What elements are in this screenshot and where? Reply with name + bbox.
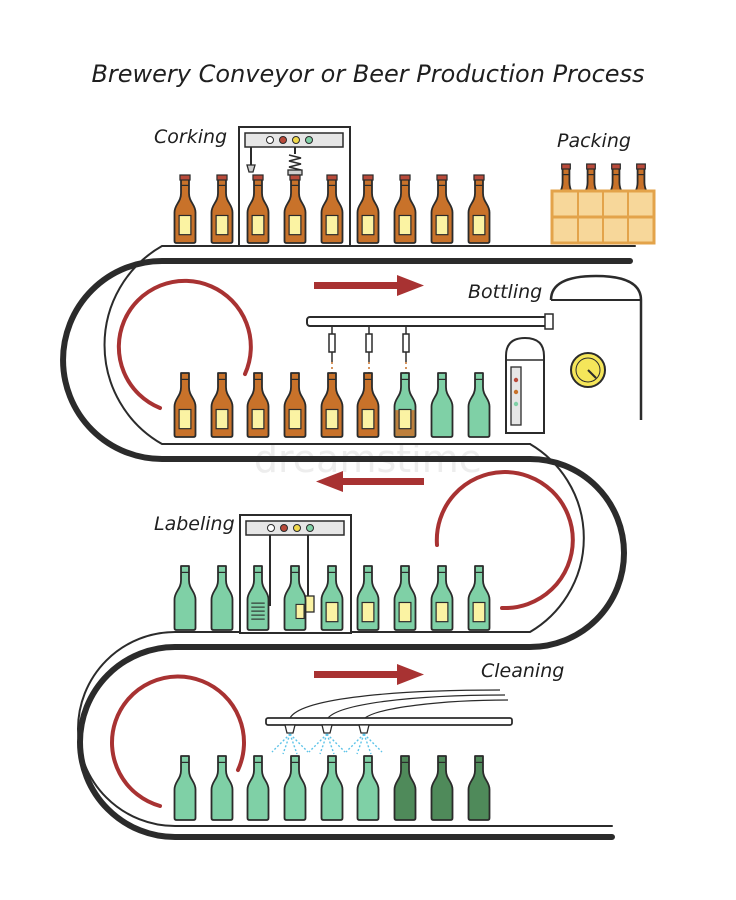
filler-nozzles xyxy=(328,326,410,362)
bottle xyxy=(283,755,307,821)
indicator-light xyxy=(306,524,314,532)
cleaning-sprayer xyxy=(265,689,513,755)
bottle-row-labeling xyxy=(173,565,491,631)
diagram-title: Brewery Conveyor or Beer Production Proc… xyxy=(91,60,644,88)
flow-curve-1 xyxy=(116,278,253,410)
bottle-row-cleaning xyxy=(173,755,491,821)
indicator-light xyxy=(279,136,287,144)
direction-arrow-left xyxy=(316,471,424,492)
bottle xyxy=(173,755,197,821)
bottle xyxy=(246,372,270,438)
indicator-light xyxy=(305,136,313,144)
direction-arrows xyxy=(314,275,424,685)
bottle xyxy=(210,565,234,631)
bottle-row-corking xyxy=(173,174,491,244)
bottle xyxy=(430,755,454,821)
indicator-light xyxy=(266,136,274,144)
stage-label-bottling: Bottling xyxy=(468,281,542,303)
belt-inner-1 xyxy=(103,245,636,445)
flow-curves xyxy=(110,278,575,808)
bottle xyxy=(430,174,454,244)
belt-inner-3 xyxy=(77,631,613,827)
bottle xyxy=(356,565,380,631)
bottle xyxy=(356,372,380,438)
bottle xyxy=(320,372,344,438)
bottle xyxy=(393,565,417,631)
bottling-machine xyxy=(306,274,643,434)
spray-nozzles xyxy=(284,724,370,734)
bottle xyxy=(467,755,491,821)
bottles-layer xyxy=(173,174,491,821)
bottle xyxy=(173,372,197,438)
bottle xyxy=(320,565,344,631)
bottle xyxy=(430,372,454,438)
belt-outer-2 xyxy=(172,456,627,650)
stage-label-packing: Packing xyxy=(557,130,631,152)
stage-label-cleaning: Cleaning xyxy=(481,660,564,682)
bottle xyxy=(173,565,197,631)
bottle xyxy=(467,372,491,438)
flow-curve-2 xyxy=(434,470,575,611)
indicator-light xyxy=(293,524,301,532)
bottle xyxy=(173,174,197,244)
belt-outer-1 xyxy=(60,258,633,462)
bottle xyxy=(320,174,344,244)
bottle xyxy=(356,174,380,244)
bottle xyxy=(320,755,344,821)
bottle-row-bottling xyxy=(173,372,491,438)
packing-crate xyxy=(550,163,656,245)
belt-inner-2 xyxy=(174,443,585,633)
bottle xyxy=(283,565,307,631)
indicator-light xyxy=(292,136,300,144)
stage-label-corking: Corking xyxy=(154,126,227,148)
bottle xyxy=(210,372,234,438)
spray-bar xyxy=(265,717,513,726)
bottle xyxy=(210,755,234,821)
bottle xyxy=(393,174,417,244)
direction-arrow-right-1 xyxy=(314,275,424,296)
bottle xyxy=(430,565,454,631)
bottle xyxy=(467,565,491,631)
stage-label-labeling: Labeling xyxy=(154,513,235,535)
bottle xyxy=(246,174,270,244)
indicator-light xyxy=(267,524,275,532)
bottling-tank xyxy=(549,274,643,420)
bottle xyxy=(393,755,417,821)
corking-spring xyxy=(288,154,302,171)
bottle xyxy=(393,372,417,438)
indicator-light xyxy=(280,524,288,532)
bottle xyxy=(467,174,491,244)
water-spray xyxy=(271,733,383,755)
conveyor-belt xyxy=(60,245,636,840)
bottle xyxy=(283,174,307,244)
bottle xyxy=(356,755,380,821)
bottle xyxy=(246,565,270,631)
filler-pipe xyxy=(306,316,548,327)
bottle xyxy=(246,755,270,821)
bottle xyxy=(210,174,234,244)
flow-curve-3 xyxy=(110,674,246,808)
direction-arrow-right-2 xyxy=(314,664,424,685)
bottle xyxy=(283,372,307,438)
